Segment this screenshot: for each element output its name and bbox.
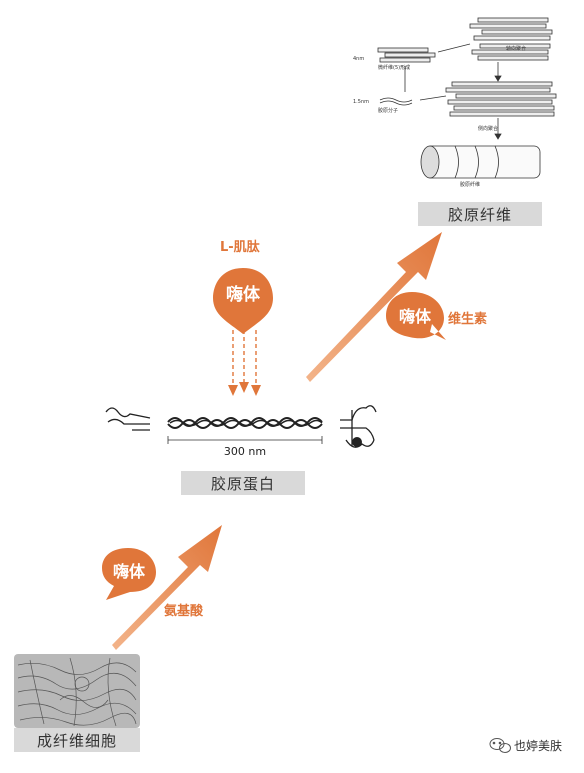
inset-label-4nm: 4nm <box>353 56 365 62</box>
arrow-fibroblast-to-collagen <box>112 525 222 650</box>
collagen-protein-box: 胶原蛋白 <box>181 471 305 495</box>
collagen-fiber-box: 胶原纤维 <box>418 202 542 226</box>
drop-top-shape <box>213 268 273 334</box>
amino-acid-label: 氨基酸 <box>164 604 204 619</box>
n-propeptide <box>105 407 151 431</box>
axial-stack-top <box>469 17 553 61</box>
lateral-stack <box>445 81 557 117</box>
scale-bar <box>167 436 323 444</box>
fibroblast-image <box>14 654 140 728</box>
drop-top-label: 嗨体 <box>226 285 260 305</box>
l-peptide-label: L-肌肽 <box>220 240 260 255</box>
collagen-triple-helix <box>167 417 323 429</box>
drop-right-label: 嗨体 <box>398 307 431 326</box>
microfibril-stack <box>377 47 436 63</box>
drop-left-shape <box>102 548 156 600</box>
dashed-arrows <box>232 330 257 388</box>
wechat-icon <box>489 738 511 753</box>
fibroblast-box: 成纤维细胞 <box>14 728 140 752</box>
inset-label-microfibril: 微纤维(5)形成 <box>378 65 411 71</box>
arrow-collagen-to-fiber <box>306 232 442 382</box>
vitamin-label: 维生素 <box>448 312 488 327</box>
inset-label-axial: 轴向聚合 <box>506 46 527 52</box>
watermark-text: 也婷美肤 <box>514 739 563 753</box>
inset-label-fiber: 胶原纤维 <box>460 182 481 188</box>
fiber-cylinder <box>420 145 541 179</box>
scale-label: 300 nm <box>223 445 267 458</box>
drop-right-shape <box>386 292 446 340</box>
propeptide-knot <box>352 437 362 447</box>
fibril-assembly-inset <box>377 17 557 179</box>
c-propeptide <box>340 405 377 448</box>
inset-label-1-5nm: 1.5nm <box>353 99 369 105</box>
inset-label-molecule: 胶原分子 <box>378 108 399 114</box>
drop-left-label: 嗨体 <box>112 562 145 581</box>
inset-label-lateral: 侧向聚合 <box>478 126 499 132</box>
